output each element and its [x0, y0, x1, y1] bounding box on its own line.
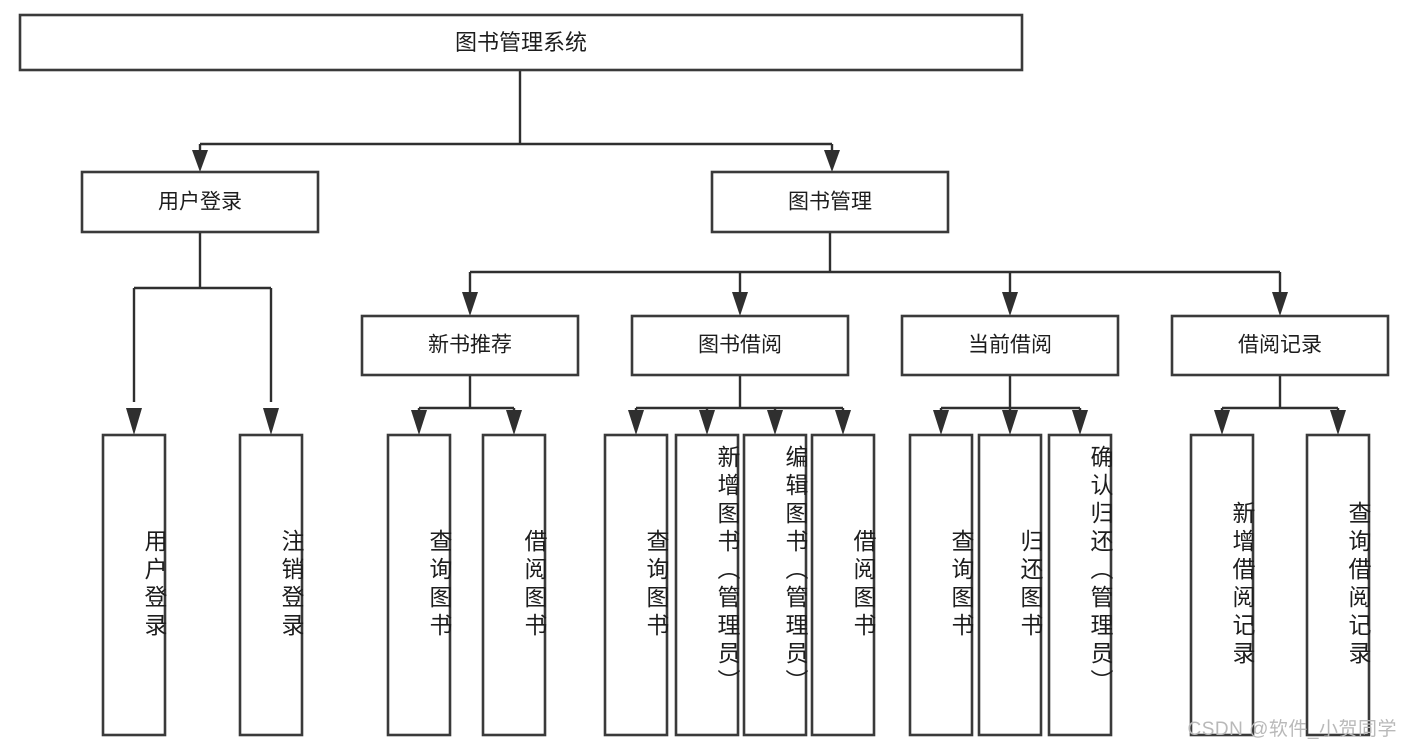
node-book-manage-box[interactable] [710, 170, 950, 234]
csdn-watermark: CSDN @软件_小贺同学 [1187, 719, 1397, 740]
leaf-add-record-box[interactable] [1189, 433, 1255, 737]
node-new-book-recommend[interactable]: 新书推荐 [360, 314, 580, 377]
leaf-edit-book-box[interactable] [742, 433, 808, 737]
arrowhead-new-book-recommend [462, 292, 478, 316]
edge-layer [126, 70, 1346, 435]
node-root-label: 图书管理系统 [455, 30, 587, 55]
edge-currentborrow-bus [939, 375, 1082, 414]
edge-userlogin-bus [132, 232, 273, 402]
arrowhead-book-manage [824, 150, 840, 172]
leaf-borrow-book-2-box[interactable] [810, 433, 876, 737]
node-user-login-box[interactable] [80, 170, 320, 234]
node-current-borrow[interactable]: 当前借阅 [900, 314, 1120, 377]
edge-bookmanage-bus [468, 232, 1282, 294]
leaf-borrow-book-1-box[interactable] [481, 433, 547, 737]
node-borrow-record-label: 借阅记录 [1238, 334, 1322, 357]
arrowhead-leaf-add-record [1214, 410, 1230, 435]
arrowhead-user-login [192, 150, 208, 172]
arrowhead-leaf-borrow-book-1 [506, 410, 522, 435]
leaf-query-book-2-box[interactable] [603, 433, 669, 737]
node-current-borrow-box[interactable] [900, 314, 1120, 377]
leaf-user-logout-box[interactable] [238, 433, 304, 737]
arrowhead-leaf-edit-book [767, 410, 783, 435]
node-book-manage[interactable]: 图书管理 [710, 170, 950, 234]
leaf-user-login-box[interactable] [101, 433, 167, 737]
edge-root-bus [198, 70, 834, 158]
arrowhead-book-borrow [732, 292, 748, 316]
node-book-borrow[interactable]: 图书借阅 [630, 314, 850, 377]
arrowhead-leaf-query-record [1330, 410, 1346, 435]
arrowhead-leaf-borrow-book-2 [835, 410, 851, 435]
edge-borrowrecord-bus [1220, 375, 1340, 414]
arrowhead-leaf-user-login [126, 408, 142, 435]
arrowhead-leaf-confirm-return [1072, 410, 1088, 435]
leaf-query-book-3-box[interactable] [908, 433, 974, 737]
leaf-confirm-return-box[interactable] [1047, 433, 1113, 737]
node-borrow-record-box[interactable] [1170, 314, 1390, 377]
arrowhead-leaf-user-logout [263, 408, 279, 435]
arrowhead-leaf-return-book [1002, 410, 1018, 435]
node-new-book-recommend-label: 新书推荐 [428, 334, 512, 357]
arrowhead-leaf-query-book-3 [933, 410, 949, 435]
leaf-query-record-box[interactable] [1305, 433, 1371, 737]
arrowhead-current-borrow [1002, 292, 1018, 316]
leaf-add-book-box[interactable] [674, 433, 740, 737]
node-root[interactable]: 图书管理系统 [18, 13, 1024, 72]
leaf-layer [101, 433, 1371, 737]
node-borrow-record[interactable]: 借阅记录 [1170, 314, 1390, 377]
arrowhead-leaf-add-book [699, 410, 715, 435]
node-book-borrow-label: 图书借阅 [698, 334, 782, 357]
node-user-login[interactable]: 用户登录 [80, 170, 320, 234]
node-new-book-recommend-box[interactable] [360, 314, 580, 377]
node-current-borrow-label: 当前借阅 [968, 334, 1052, 357]
leaf-query-book-1-box[interactable] [386, 433, 452, 737]
arrowhead-borrow-record [1272, 292, 1288, 316]
edge-bookborrow-bus [634, 375, 845, 414]
edge-newbook-bus [417, 375, 516, 414]
arrowhead-leaf-query-book-1 [411, 410, 427, 435]
node-book-borrow-box[interactable] [630, 314, 850, 377]
node-book-manage-label: 图书管理 [788, 191, 872, 214]
leaf-return-book-box[interactable] [977, 433, 1043, 737]
node-user-login-label: 用户登录 [158, 191, 242, 214]
arrowhead-leaf-query-book-2 [628, 410, 644, 435]
node-root-box[interactable] [18, 13, 1024, 72]
